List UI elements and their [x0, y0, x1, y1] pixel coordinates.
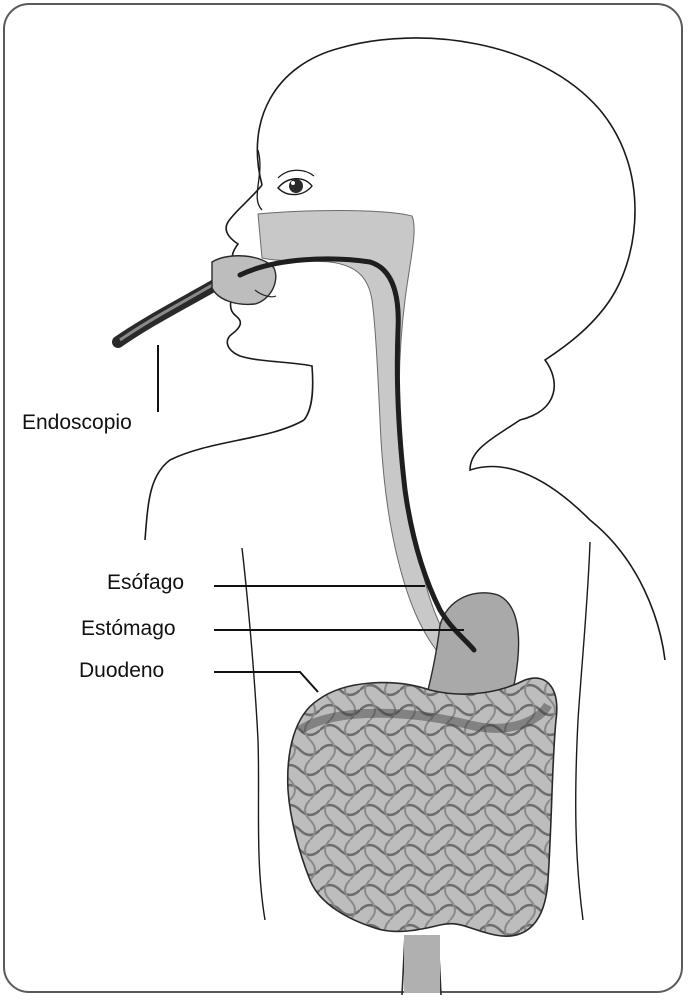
right-torso-outline [576, 542, 590, 920]
left-shoulder-outline [145, 420, 304, 540]
left-torso-outline [242, 548, 265, 920]
mouthguard [212, 256, 276, 305]
child-body-outline [257, 38, 665, 660]
throat-shading [258, 211, 455, 656]
label-stomach: Estómago [81, 618, 176, 639]
endoscope-highlight [120, 284, 214, 340]
label-endoscope: Endoscopio [22, 412, 132, 433]
duodenum-leader-line [214, 672, 318, 692]
endoscope-inner-tube [240, 259, 474, 650]
label-duodenum: Duodeno [79, 660, 164, 681]
rectum-fill [404, 935, 440, 993]
label-esophagus: Esófago [107, 572, 184, 593]
eye [278, 170, 314, 194]
